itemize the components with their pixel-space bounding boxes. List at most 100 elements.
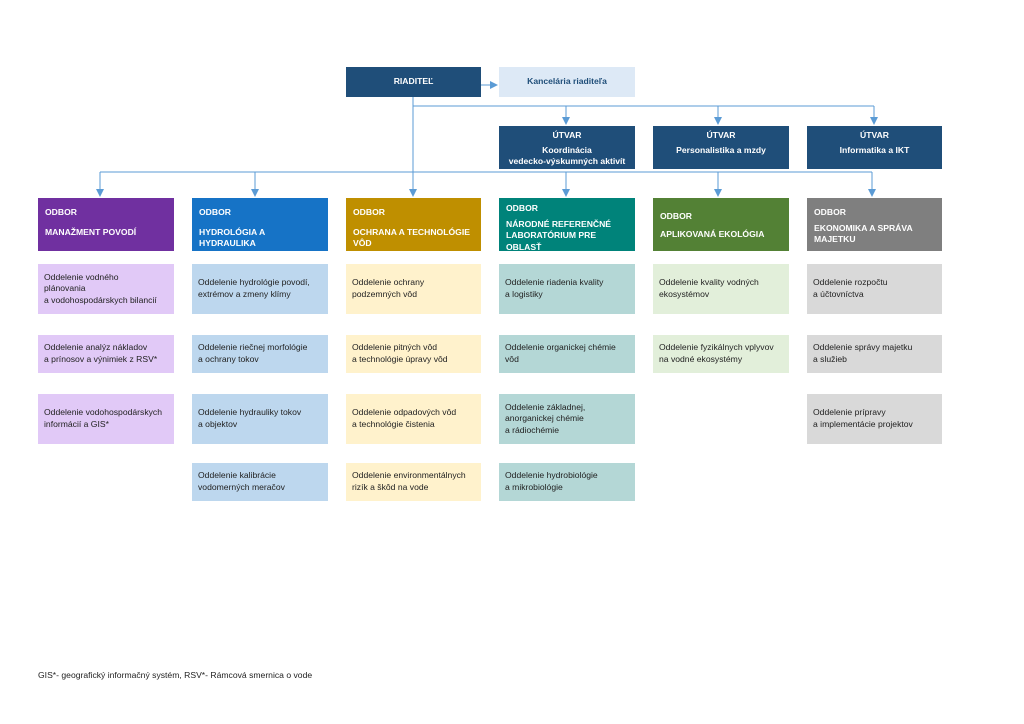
odbor-name: VÔD NA SLOVENSKU xyxy=(506,253,595,264)
utvar-line: vedecko-výskumných aktivít xyxy=(508,156,626,167)
dept-line: Oddelenie základnej, xyxy=(505,401,586,412)
odbor-box-basin-management: ODBOR MANAŽMENT POVODÍ xyxy=(38,198,174,251)
dept-line: a mikrobiológie xyxy=(505,482,563,492)
utvar-title: ÚTVAR xyxy=(706,130,736,140)
director-box: RIADITEĽ xyxy=(346,67,481,97)
dept-box: Oddelenie hydrauliky tokov a objektov xyxy=(192,394,328,444)
dept-line: Oddelenie prípravy xyxy=(813,407,886,418)
odbor-name: LABORATÓRIUM PRE OBLASŤ xyxy=(506,230,597,252)
dept-line: Oddelenie riečnej morfológie xyxy=(198,342,308,353)
dept-box: Oddelenie vodohospodárskych informácií a… xyxy=(38,394,174,444)
dept-box: Oddelenie hydrobiológie a mikrobiológie xyxy=(499,463,635,501)
dept-line: vôd xyxy=(505,354,519,364)
dept-line: extrémov a zmeny klímy xyxy=(198,289,291,299)
director-label: RIADITEĽ xyxy=(393,76,434,87)
dept-line: rizík a škôd na vode xyxy=(352,482,429,492)
odbor-name: APLIKOVANÁ EKOLÓGIA xyxy=(660,228,765,239)
dept-line: a implementácie projektov xyxy=(813,419,913,429)
odbor-name: EKONOMIKA A SPRÁVA xyxy=(814,222,913,233)
dept-line: a služieb xyxy=(813,354,847,364)
odbor-box-economics: ODBOR EKONOMIKA A SPRÁVA MAJETKU xyxy=(807,198,942,251)
dept-box: Oddelenie prípravy a implementácie proje… xyxy=(807,394,942,444)
odbor-head: ODBOR xyxy=(660,211,692,221)
office-box: Kancelária riaditeľa xyxy=(499,67,635,97)
dept-line: Oddelenie fyzikálnych vplyvov xyxy=(659,342,774,353)
odbor-head: ODBOR xyxy=(506,203,538,213)
dept-box: Oddelenie základnej, anorganickej chémie… xyxy=(499,394,635,444)
dept-box: Oddelenie ochrany podzemných vôd xyxy=(346,264,481,314)
dept-line: a vodohospodárskych bilancií xyxy=(44,294,157,305)
odbor-head: ODBOR xyxy=(814,207,846,217)
dept-box: Oddelenie pitných vôd a technológie úpra… xyxy=(346,335,481,373)
dept-box: Oddelenie riadenia kvality a logistiky xyxy=(499,264,635,314)
odbor-box-reference-lab: ODBOR NÁRODNÉ REFERENČNÉ LABORATÓRIUM PR… xyxy=(499,198,635,263)
dept-box: Oddelenie organickej chémie vôd xyxy=(499,335,635,373)
dept-line: a účtovníctva xyxy=(813,289,864,299)
odbor-box-water-protection: ODBOR OCHRANA A TECHNOLÓGIE VÔD xyxy=(346,198,481,251)
dept-box: Oddelenie rozpočtu a účtovníctva xyxy=(807,264,942,314)
dept-line: Oddelenie vodného xyxy=(44,271,119,282)
odbor-name: MANAŽMENT POVODÍ xyxy=(45,226,137,237)
dept-line: ekosystémov xyxy=(659,289,710,299)
odbor-name: NÁRODNÉ REFERENČNÉ xyxy=(506,218,612,229)
odbor-head: ODBOR xyxy=(353,207,385,217)
utvar-line: Personalistika a mzdy xyxy=(676,144,766,155)
dept-box: Oddelenie environmentálnych rizík a škôd… xyxy=(346,463,481,501)
dept-line: Oddelenie hydrauliky tokov xyxy=(198,407,302,418)
dept-box: Oddelenie vodného plánovania a vodohospo… xyxy=(38,264,174,314)
odbor-box-hydrology: ODBOR HYDROLÓGIA A HYDRAULIKA xyxy=(192,198,328,251)
utvar-title: ÚTVAR xyxy=(860,130,889,140)
odbor-box-applied-ecology: ODBOR APLIKOVANÁ EKOLÓGIA xyxy=(653,198,789,251)
dept-line: Oddelenie analýz nákladov xyxy=(44,342,148,353)
dept-box: Oddelenie riečnej morfológie a ochrany t… xyxy=(192,335,328,373)
dept-line: Oddelenie rozpočtu xyxy=(813,277,888,288)
dept-line: vodomerných meračov xyxy=(198,482,285,492)
dept-line: a ochrany tokov xyxy=(198,354,259,364)
dept-line: Oddelenie kalibrácie xyxy=(198,470,276,481)
dept-line: a logistiky xyxy=(505,289,543,299)
odbor-name: MAJETKU xyxy=(814,234,856,245)
odbor-name: HYDROLÓGIA A HYDRAULIKA xyxy=(199,226,265,249)
dept-line: na vodné ekosystémy xyxy=(659,354,743,364)
dept-line: Oddelenie kvality vodných xyxy=(659,277,759,288)
odbor-head: ODBOR xyxy=(199,207,231,217)
dept-line: Oddelenie environmentálnych xyxy=(352,470,466,481)
dept-box: Oddelenie správy majetku a služieb xyxy=(807,335,942,373)
utvar-line: Informatika a IKT xyxy=(839,144,910,155)
dept-line: podzemných vôd xyxy=(352,289,417,299)
dept-box: Oddelenie hydrológie povodí, extrémov a … xyxy=(192,264,328,314)
dept-line: Oddelenie správy majetku xyxy=(813,342,913,353)
dept-line: Oddelenie odpadových vôd xyxy=(352,407,457,418)
dept-line: a technológie čistenia xyxy=(352,419,435,429)
dept-line: plánovania xyxy=(44,283,86,294)
footnote: GIS*- geografický informačný systém, RSV… xyxy=(38,670,313,680)
dept-line: a objektov xyxy=(198,419,238,429)
dept-line: Oddelenie hydrológie povodí, xyxy=(198,277,310,288)
dept-line: anorganickej chémie xyxy=(505,413,584,424)
dept-line: informácií a GIS* xyxy=(44,419,109,429)
dept-line: Oddelenie riadenia kvality xyxy=(505,277,604,288)
dept-box: Oddelenie kalibrácie vodomerných meračov xyxy=(192,463,328,501)
odbor-name: VÔD xyxy=(353,238,372,249)
dept-line: Oddelenie organickej chémie xyxy=(505,342,616,353)
dept-line: Oddelenie hydrobiológie xyxy=(505,470,598,481)
dept-box: Oddelenie odpadových vôd a technológie č… xyxy=(346,394,481,444)
dept-line: a rádiochémie xyxy=(505,424,559,435)
utvar-box-it: ÚTVAR Informatika a IKT xyxy=(807,126,942,169)
dept-line: a technológie úpravy vôd xyxy=(352,354,448,364)
odbor-head: ODBOR xyxy=(45,207,77,217)
dept-box: Oddelenie fyzikálnych vplyvov na vodné e… xyxy=(653,335,789,373)
dept-line: Oddelenie pitných vôd xyxy=(352,342,438,353)
office-label: Kancelária riaditeľa xyxy=(527,76,607,87)
utvar-title: ÚTVAR xyxy=(552,130,582,140)
dept-box: Oddelenie kvality vodných ekosystémov xyxy=(653,264,789,314)
dept-line: Oddelenie vodohospodárskych xyxy=(44,407,163,418)
utvar-box-coordination: ÚTVAR Koordinácia vedecko-výskumných akt… xyxy=(499,126,635,169)
dept-line: Oddelenie ochrany xyxy=(352,277,425,288)
utvar-line: Koordinácia xyxy=(542,144,592,155)
dept-box: Oddelenie analýz nákladov a prínosov a v… xyxy=(38,335,174,373)
utvar-box-personnel: ÚTVAR Personalistika a mzdy xyxy=(653,126,789,169)
odbor-name: OCHRANA A TECHNOLÓGIE xyxy=(353,226,470,237)
dept-line: a prínosov a výnimiek z RSV* xyxy=(44,354,158,364)
